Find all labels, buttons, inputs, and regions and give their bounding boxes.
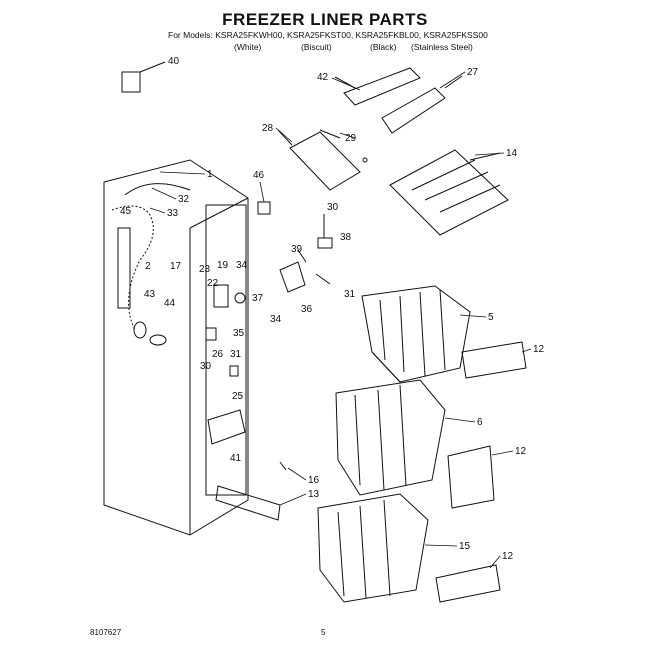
callout-36: 36 (301, 304, 313, 315)
callout-25: 25 (232, 391, 244, 402)
callout-33: 33 (167, 208, 179, 219)
callout-32: 32 (178, 194, 190, 205)
callout-45: 45 (120, 206, 132, 217)
part-12-trim-b (447, 445, 495, 509)
part-6-basket (335, 379, 446, 496)
part-28-housing (277, 129, 368, 191)
part-12-trim-c (435, 564, 501, 603)
callout-5: 5 (488, 312, 494, 323)
callout-labels: 40 42 27 28 29 14 1 32 45 33 46 30 38 2 … (120, 56, 545, 562)
callout-34-low: 34 (270, 314, 282, 325)
part-44 (149, 334, 167, 346)
leader-lines (149, 71, 532, 569)
part-43 (133, 321, 147, 339)
callout-40: 40 (168, 56, 180, 67)
callout-26: 26 (212, 349, 224, 360)
part-25 (229, 365, 239, 377)
callout-1: 1 (207, 169, 213, 180)
variant-biscuit: (Biscuit) (301, 42, 332, 52)
callout-30: 30 (327, 202, 339, 213)
callout-12-c: 12 (502, 551, 514, 562)
part-40-clip (121, 61, 166, 93)
callout-34-top: 34 (236, 260, 248, 271)
callout-2: 2 (145, 261, 151, 272)
part-16 (279, 461, 287, 471)
part-38 (317, 237, 333, 249)
doc-number: 8107627 (90, 628, 122, 637)
callout-29: 29 (345, 133, 357, 144)
callout-12-b: 12 (515, 446, 527, 457)
callout-12-a: 12 (533, 344, 545, 355)
variant-white: (White) (234, 42, 262, 52)
hinge-assembly (213, 249, 331, 308)
variant-stainless: (Stainless Steel) (411, 42, 473, 52)
part-5-basket (361, 285, 471, 383)
callout-27: 27 (467, 67, 479, 78)
part-26 (205, 327, 217, 341)
callout-46: 46 (253, 170, 265, 181)
part-14-shelf (389, 149, 509, 236)
callout-35: 35 (233, 328, 245, 339)
callout-38: 38 (340, 232, 352, 243)
part-46 (257, 201, 271, 215)
callout-31-left: 31 (230, 349, 242, 360)
part-27-cover (381, 75, 463, 134)
callout-22: 22 (207, 278, 219, 289)
callout-30-low: 30 (200, 361, 212, 372)
callout-44: 44 (164, 298, 176, 309)
callout-13: 13 (308, 489, 320, 500)
callout-42: 42 (317, 72, 329, 83)
callout-39: 39 (291, 244, 303, 255)
callout-31-right: 31 (344, 289, 356, 300)
callout-14: 14 (506, 148, 518, 159)
page-title: FREEZER LINER PARTS (222, 10, 428, 29)
callout-6: 6 (477, 417, 483, 428)
callout-37: 37 (252, 293, 264, 304)
callout-17: 17 (170, 261, 182, 272)
callout-41: 41 (230, 453, 242, 464)
callout-16: 16 (308, 475, 320, 486)
part-42-bracket (334, 67, 421, 106)
callout-28: 28 (262, 123, 274, 134)
callout-19: 19 (217, 260, 229, 271)
part-41 (207, 409, 246, 445)
callout-23: 23 (199, 264, 211, 275)
models-line: For Models: KSRA25FKWH00, KSRA25FKST00, … (168, 30, 488, 40)
part-15-basket (317, 493, 429, 603)
callout-43: 43 (144, 289, 156, 300)
part-12-trim-a (461, 341, 527, 379)
page-number: 5 (321, 628, 326, 637)
callout-15: 15 (459, 541, 471, 552)
variant-black: (Black) (370, 42, 397, 52)
part-13-rail (215, 485, 281, 521)
